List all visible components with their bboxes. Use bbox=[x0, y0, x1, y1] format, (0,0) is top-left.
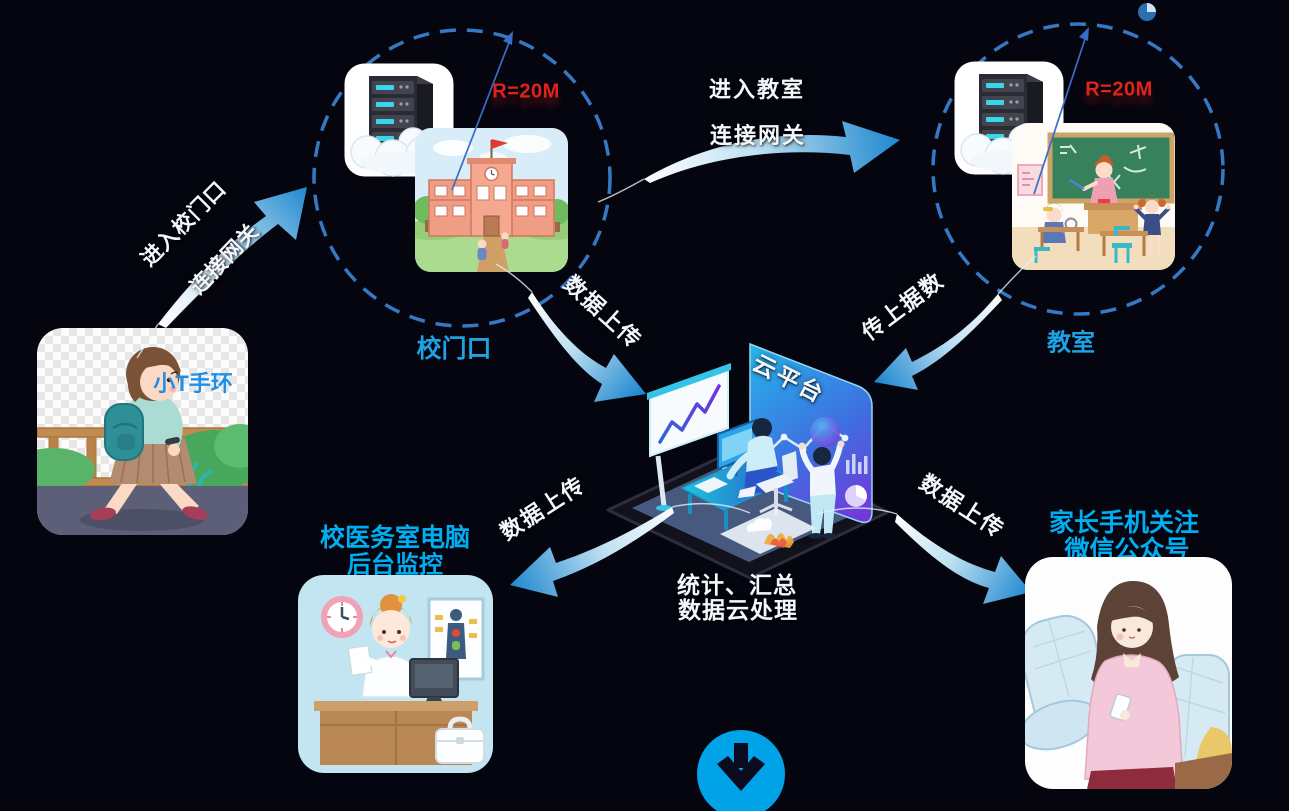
radius-arrow-gate bbox=[445, 28, 520, 198]
enter-classroom-label-line2: 连接网关 bbox=[709, 123, 807, 148]
teacher-figure bbox=[1069, 155, 1118, 203]
clinic-nurse-image bbox=[298, 575, 493, 773]
enter-classroom-label-line1: 进入教室 bbox=[708, 77, 806, 102]
chart-panel bbox=[720, 508, 816, 554]
mother-figure bbox=[1084, 581, 1184, 789]
swoosh-arrow bbox=[528, 292, 646, 402]
cloud-platform-caption-line1: 统计、汇总 bbox=[677, 572, 797, 598]
swoosh-arrow bbox=[158, 187, 307, 328]
clinic-label-line2: 后台监控 bbox=[347, 551, 443, 579]
wristband-icon bbox=[165, 436, 180, 445]
gateway-range-circle-gate bbox=[310, 26, 614, 330]
cloud-platform-caption-line2: 数据云处理 bbox=[678, 597, 798, 623]
standing-analyst-figure bbox=[798, 440, 845, 539]
arrow-gate-to-cloud bbox=[495, 263, 650, 403]
classroom-zone-label: 教室 bbox=[1047, 329, 1095, 357]
anatomy-poster bbox=[427, 597, 485, 681]
down-arrow-icon bbox=[717, 743, 765, 791]
arrow-classroom-to-cloud bbox=[860, 255, 1037, 392]
parent-label-line1: 家长手机关注 bbox=[1048, 509, 1200, 537]
radius-arrow-classroom bbox=[1026, 24, 1096, 199]
cloud-platform-illustration bbox=[598, 336, 898, 581]
clinic-label-line1: 校医务室电脑 bbox=[319, 524, 471, 552]
nurse-figure bbox=[347, 594, 421, 698]
medical-briefcase bbox=[435, 716, 485, 764]
student-wristband-image bbox=[37, 328, 248, 535]
swoosh-arrow bbox=[644, 121, 900, 183]
wristband-label: 小T手环 bbox=[153, 371, 233, 396]
walking-student-illustration bbox=[37, 328, 248, 535]
school-building-image bbox=[415, 128, 568, 272]
girl-figure bbox=[90, 347, 208, 521]
gate-zone-label: 校门口 bbox=[416, 335, 492, 363]
classroom-image bbox=[1012, 123, 1175, 270]
arrow-gate-to-classroom bbox=[597, 95, 910, 203]
down-arrow-button bbox=[697, 730, 785, 811]
swoosh-arrow bbox=[895, 514, 1031, 604]
swoosh-arrow bbox=[874, 294, 1002, 390]
arrow-cloud-to-parent bbox=[816, 506, 1035, 604]
backpack bbox=[104, 403, 144, 461]
classroom-radius-label: R=20M bbox=[1085, 78, 1153, 101]
student-scene bbox=[37, 328, 248, 535]
arrow-student-to-gate bbox=[136, 158, 320, 359]
gateway-range-circle-classroom bbox=[929, 20, 1227, 318]
data-sphere bbox=[810, 417, 840, 447]
clock-icon bbox=[321, 596, 363, 638]
seated-analyst-figure bbox=[726, 418, 798, 516]
pie-icon bbox=[1137, 2, 1157, 22]
arrow-cloud-to-clinic bbox=[498, 502, 751, 599]
swoosh-arrow bbox=[510, 507, 674, 597]
presentation-board bbox=[647, 363, 734, 511]
flag-icon bbox=[491, 139, 508, 149]
gate-radius-label: R=20M bbox=[492, 80, 560, 103]
parent-phone-image bbox=[1025, 557, 1232, 789]
student-girl-figure bbox=[1133, 195, 1171, 256]
